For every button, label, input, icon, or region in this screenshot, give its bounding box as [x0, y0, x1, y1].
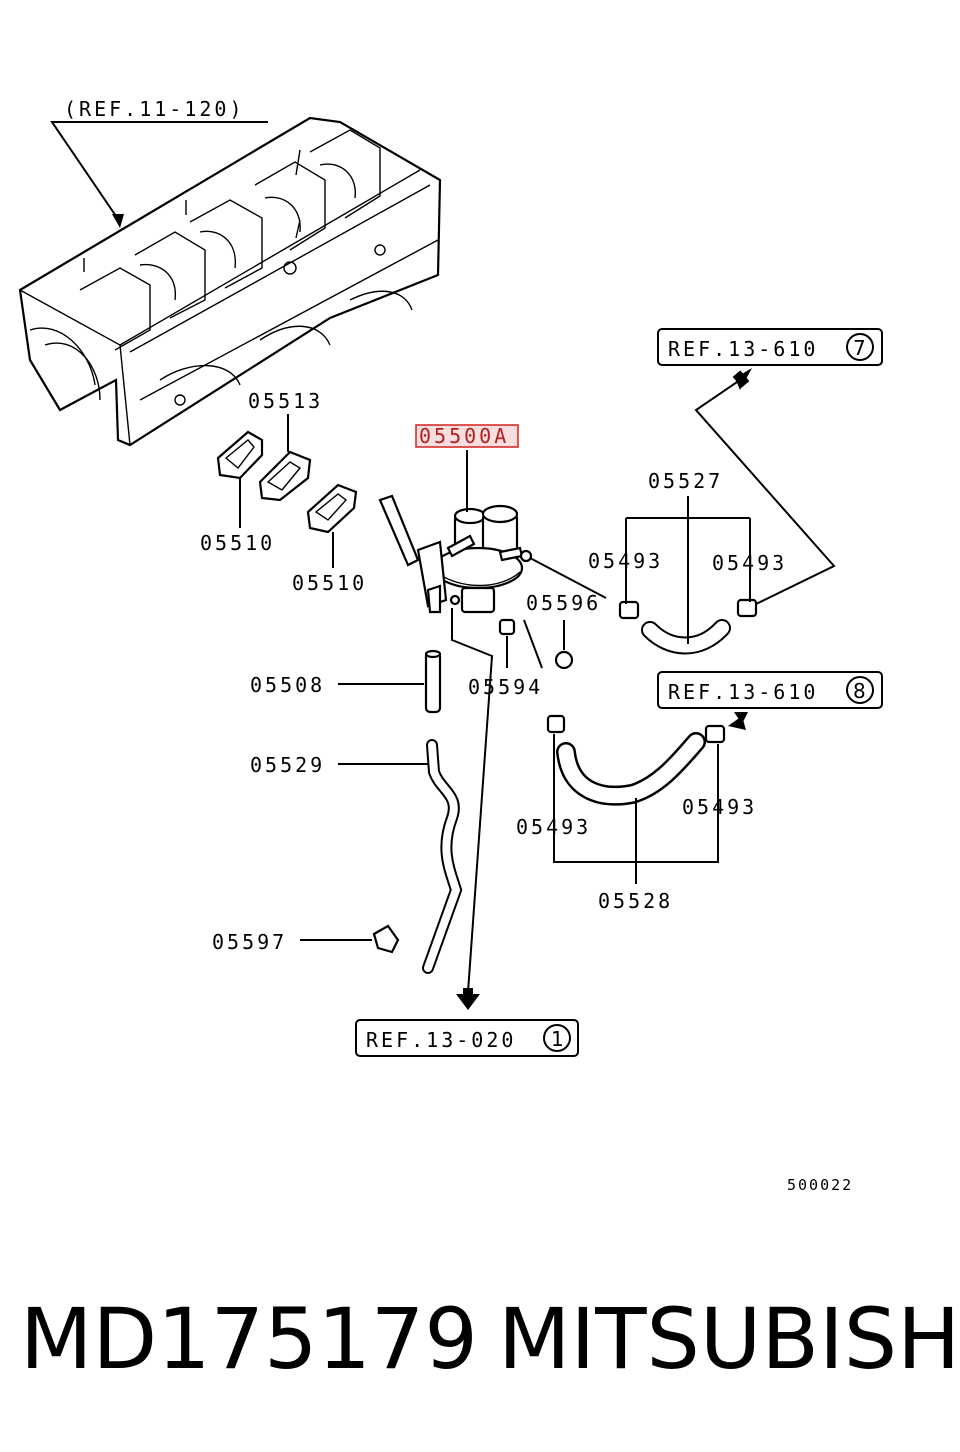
gasket-05513: [258, 450, 312, 502]
clamp-05493-c: [546, 714, 566, 734]
gasket-05510-upper: [216, 430, 264, 480]
ref-13-610-box-8[interactable]: REF.13-610 8: [657, 671, 883, 709]
label-05500a: 05500A: [419, 424, 509, 448]
svg-text:1: 1: [551, 1027, 564, 1051]
brand-name: MITSUBISHI: [498, 1290, 960, 1388]
svg-text:REF.13-610: REF.13-610: [668, 337, 818, 361]
label-05510-b: 05510: [292, 571, 367, 595]
ref-11-120-label: (REF.11-120): [64, 97, 245, 121]
clip-05597: [372, 924, 400, 954]
svg-text:8: 8: [853, 679, 866, 703]
clamp-05493-b: [736, 598, 758, 618]
gasket-05510-lower: [306, 483, 358, 534]
diagram-code: 500022: [787, 1176, 853, 1194]
clamp-05493-a: [618, 600, 640, 620]
label-05493-b: 05493: [712, 551, 787, 575]
fitting-05594-b: [554, 650, 574, 670]
label-05493-a: 05493: [588, 549, 663, 573]
ref-13-610-box-7[interactable]: REF.13-610 7: [657, 328, 883, 366]
label-05508: 05508: [250, 673, 325, 697]
fitting-05594-a: [498, 618, 516, 636]
svg-text:REF.13-020: REF.13-020: [366, 1028, 516, 1052]
svg-text:REF.13-610: REF.13-610: [668, 680, 818, 704]
label-05528: 05528: [598, 889, 673, 913]
fuel-pump-05500a: [378, 494, 533, 614]
label-05493-c: 05493: [516, 815, 591, 839]
ref-11-120-leader: [50, 121, 268, 223]
cylinder-head-illustration: [18, 116, 442, 447]
label-05596: 05596: [526, 591, 601, 615]
svg-text:7: 7: [853, 336, 866, 360]
part-number: MD175179: [20, 1290, 478, 1388]
label-05597: 05597: [212, 930, 287, 954]
label-05510-a: 05510: [200, 531, 275, 555]
highlight-05500a: [415, 424, 519, 448]
label-05527: 05527: [648, 469, 723, 493]
pipe-05508: [424, 649, 442, 714]
label-05513: 05513: [248, 389, 323, 413]
label-05594: 05594: [468, 675, 543, 699]
label-05493-d: 05493: [682, 795, 757, 819]
clamp-05493-d: [704, 724, 726, 744]
ref-13-020-box-1[interactable]: REF.13-020 1: [355, 1019, 579, 1057]
footer: MD175179 MITSUBISHI: [0, 1290, 960, 1400]
label-05529: 05529: [250, 753, 325, 777]
